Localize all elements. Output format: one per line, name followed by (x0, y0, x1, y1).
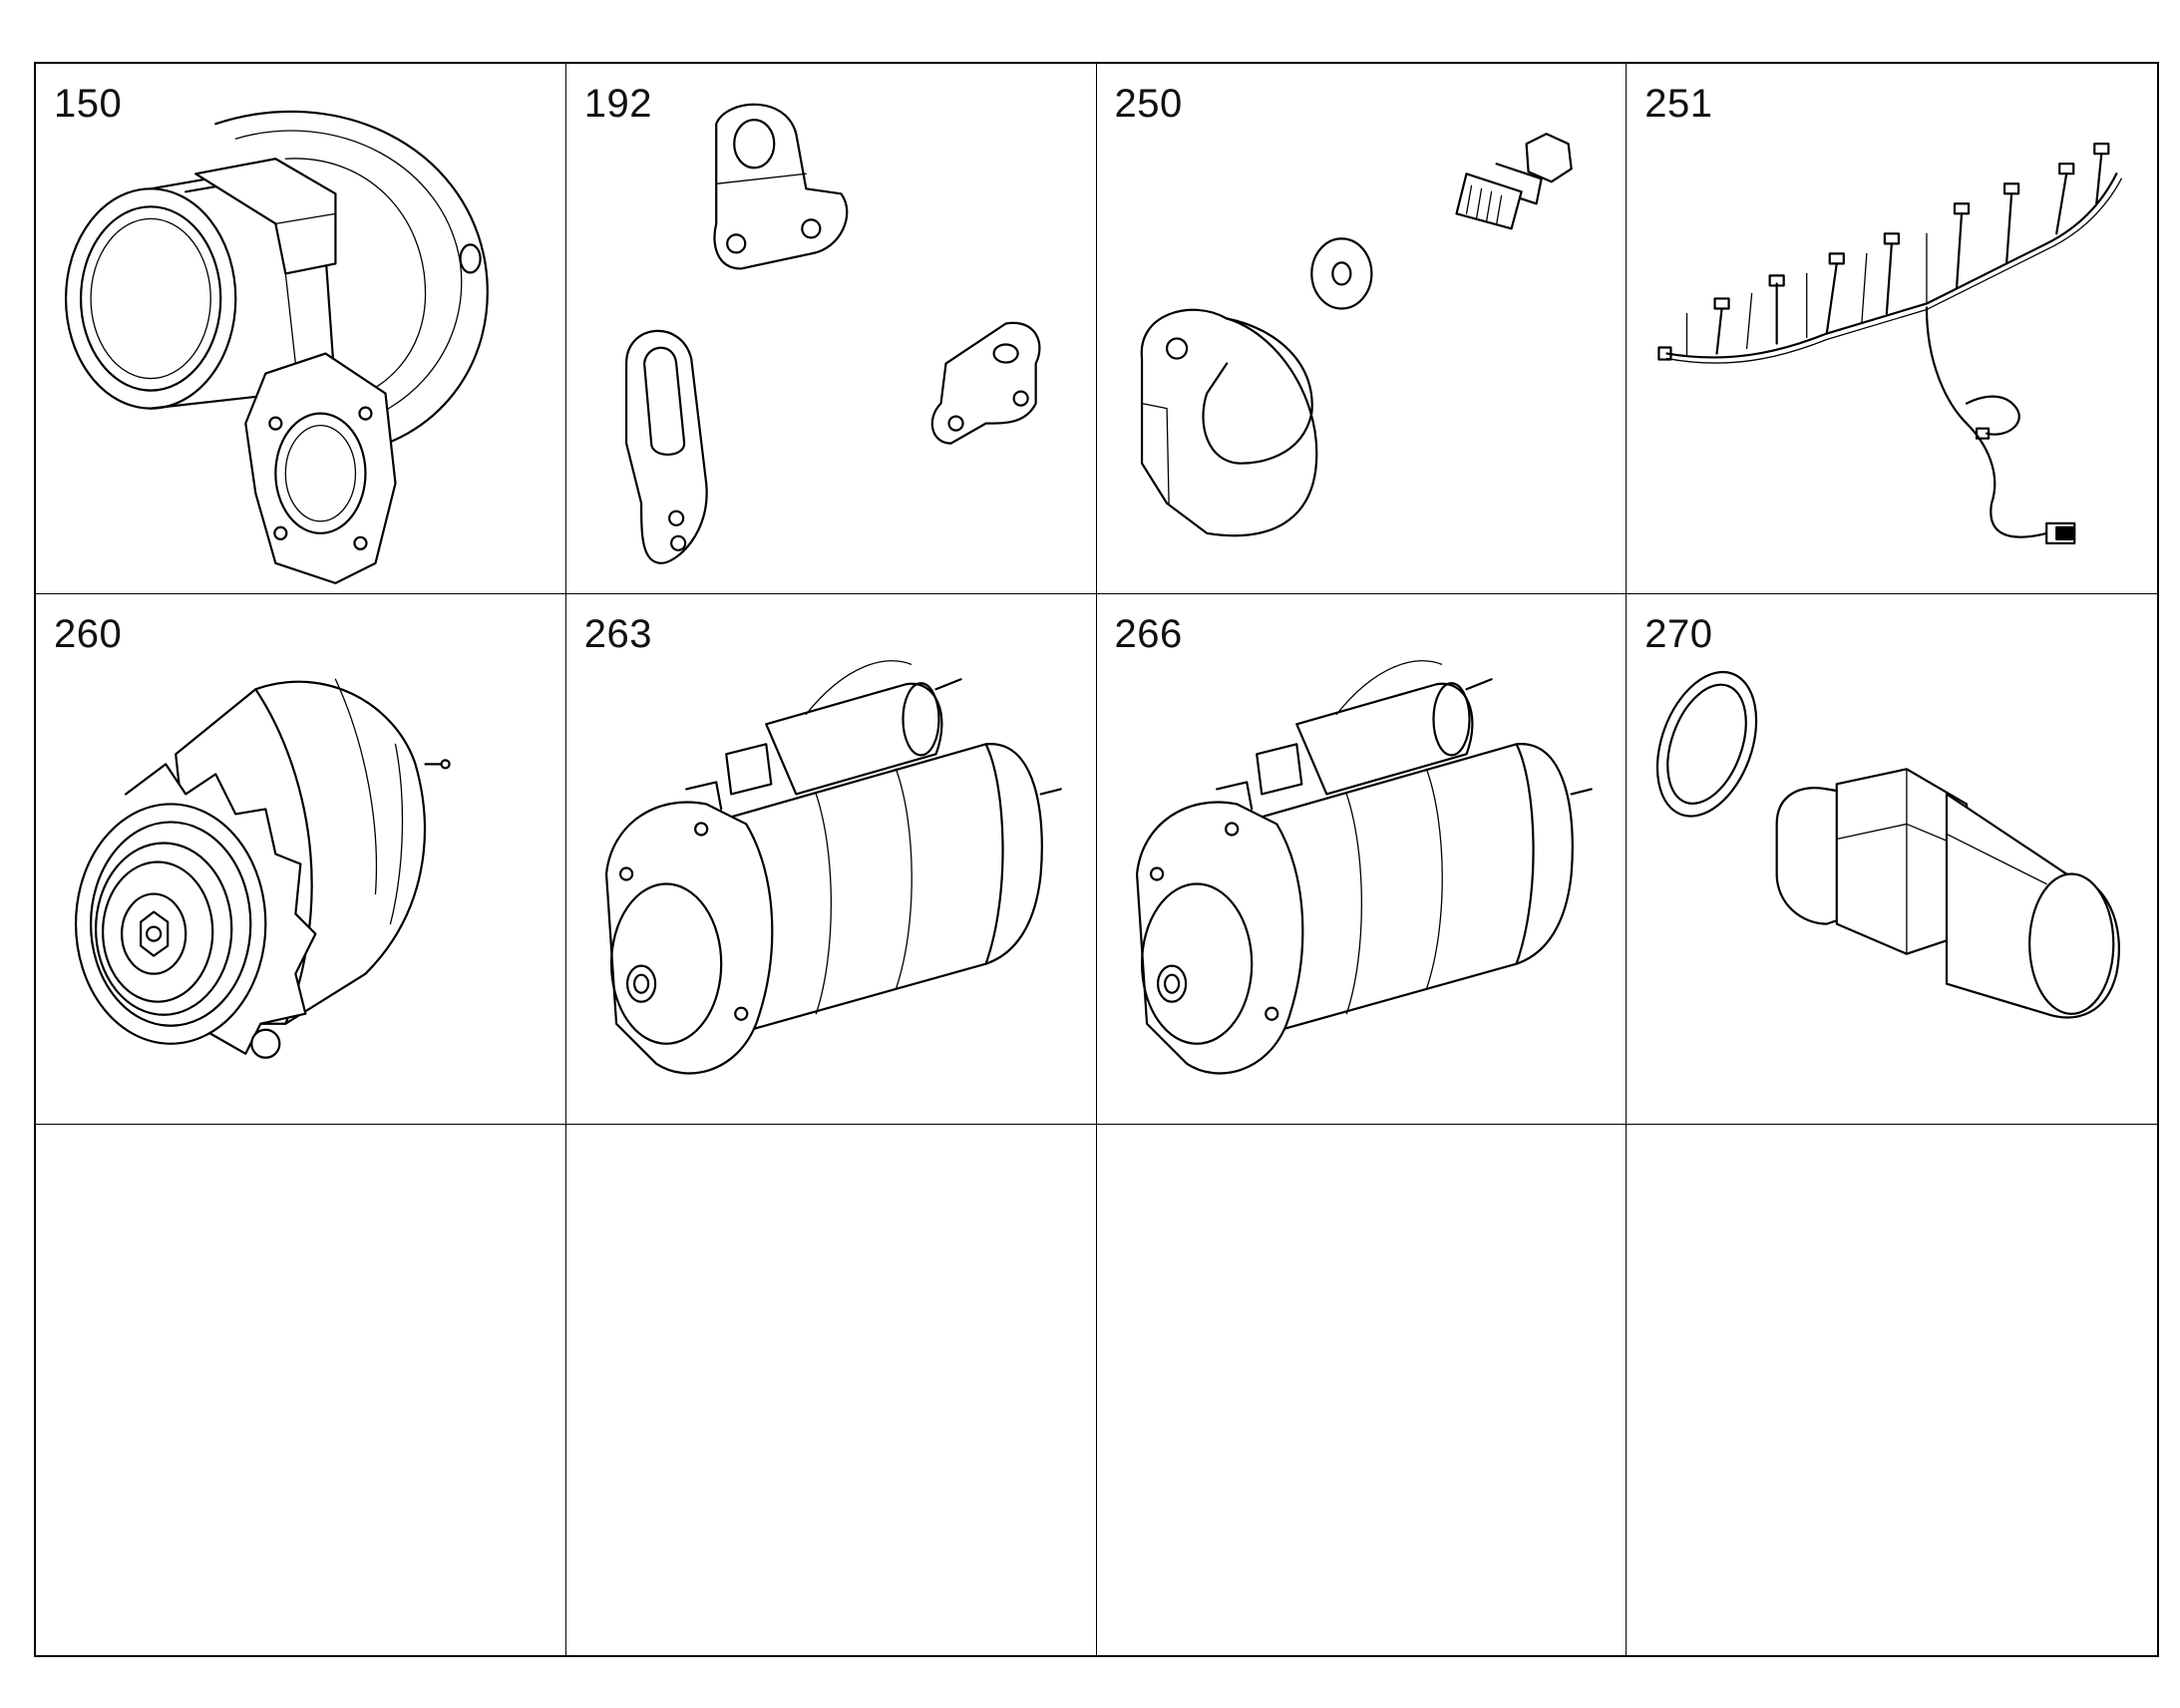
part-cell-150[interactable]: 150 (36, 64, 566, 594)
starter-motor-icon (604, 660, 1062, 1075)
bracket-bolt-washer-icon (1140, 133, 1573, 537)
empty-cell (566, 1125, 1097, 1655)
part-number: 266 (1114, 612, 1183, 656)
part-number: 260 (54, 612, 123, 656)
empty-cell (1097, 1125, 1628, 1655)
lifting-brackets-icon (624, 103, 1041, 564)
sensor-with-seal-ring-icon (1656, 670, 2121, 1019)
part-number: 150 (54, 82, 123, 126)
wiring-harness-icon (1657, 143, 2123, 545)
part-number: 263 (583, 612, 652, 656)
empty-cell (36, 1125, 566, 1655)
part-cell-251[interactable]: 251 (1627, 64, 2157, 594)
part-number: 192 (583, 82, 652, 126)
part-cell-250[interactable]: 250 (1096, 64, 1628, 594)
part-cell-260[interactable]: 260 (36, 594, 566, 1125)
part-cell-192[interactable]: 192 (565, 64, 1097, 594)
part-number: 270 (1644, 612, 1713, 656)
parts-grid: 150 192 (34, 62, 2159, 1657)
turbocharger-icon (64, 110, 489, 584)
starter-motor-icon (1135, 660, 1593, 1075)
empty-cell (1627, 1125, 2157, 1655)
part-number: 250 (1114, 82, 1183, 126)
part-cell-266[interactable]: 266 (1096, 594, 1628, 1125)
part-cell-263[interactable]: 263 (565, 594, 1097, 1125)
alternator-icon (74, 678, 451, 1059)
part-cell-270[interactable]: 270 (1627, 594, 2157, 1125)
part-number: 251 (1644, 82, 1713, 126)
